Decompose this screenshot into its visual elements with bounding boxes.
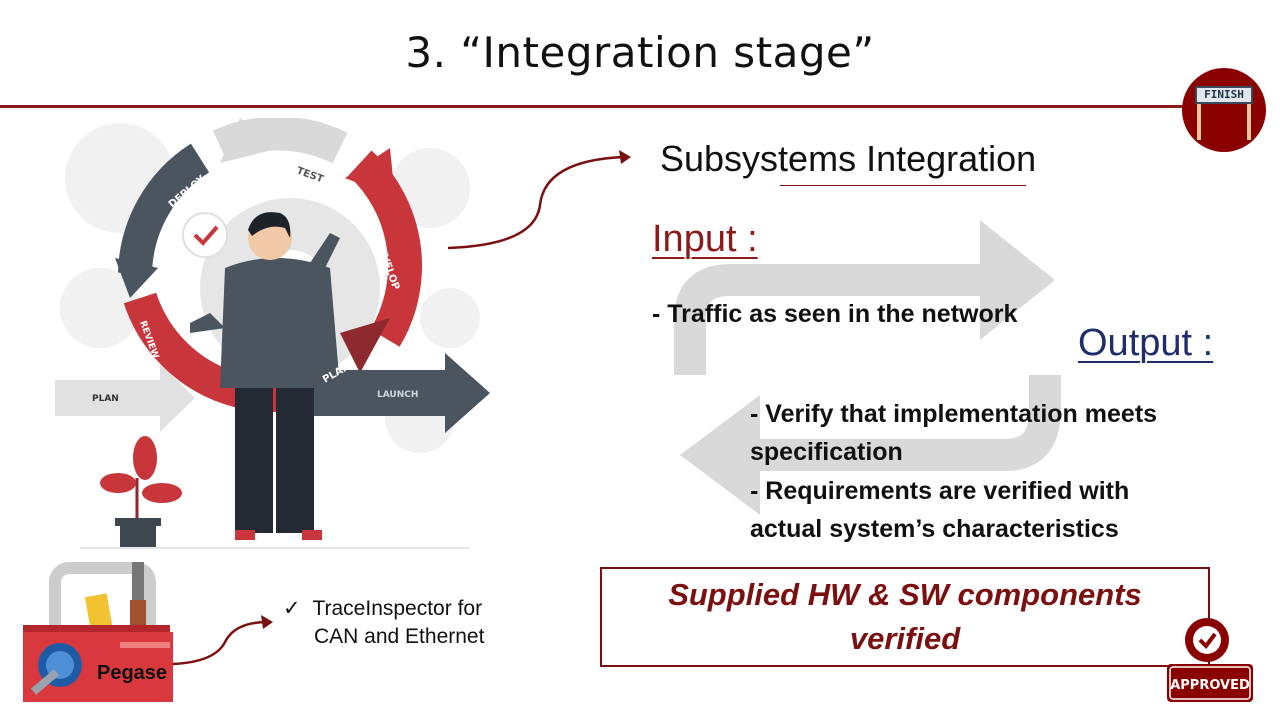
background-cycle-arrows-icon [674, 220, 1061, 515]
tool-line-1: ✓ TraceInspector for [283, 593, 482, 625]
connector-arrow-icon [447, 150, 631, 250]
approved-stamp-icon: APPROVED [1167, 618, 1253, 702]
input-item: - Traffic as seen in the network [652, 300, 1018, 328]
cycle-label-test: TEST [295, 165, 325, 185]
tool-name: TraceInspector for [312, 597, 483, 620]
output-label: Output : [1078, 322, 1214, 364]
heading-underline [780, 185, 1026, 186]
tool-connector-arrow-icon [172, 615, 273, 666]
toolbox-icon [23, 562, 173, 702]
result-text: Supplied HW & SW components verified [668, 577, 1142, 656]
tool-line-2: CAN and Ethernet [314, 625, 485, 648]
approved-stamp-text: APPROVED [1170, 678, 1250, 693]
finish-posts-icon [1197, 96, 1251, 140]
cycle-label-plan-left: PLAN [92, 394, 119, 404]
pegase-label: Pegase [97, 662, 168, 684]
result-box [600, 567, 1210, 667]
title-divider [0, 105, 1215, 108]
cycle-label-launch: LAUNCH [377, 390, 418, 400]
slide-title: 3. “Integration stage” [405, 28, 875, 77]
output-item: - Requirements are verified with actual … [750, 477, 1130, 543]
checkmark-icon: ✓ [283, 597, 301, 620]
output-item: - Verify that implementation meets speci… [750, 400, 1158, 466]
section-heading: Subsystems Integration [660, 138, 1037, 179]
input-label: Input : [652, 218, 758, 260]
finish-sign: FINISH [1195, 86, 1253, 104]
development-cycle-illustration: TEST DEPLOY DEVELOP REVIEW PLAN PLAN LAU… [55, 118, 490, 549]
finish-flag-icon [1182, 68, 1266, 152]
